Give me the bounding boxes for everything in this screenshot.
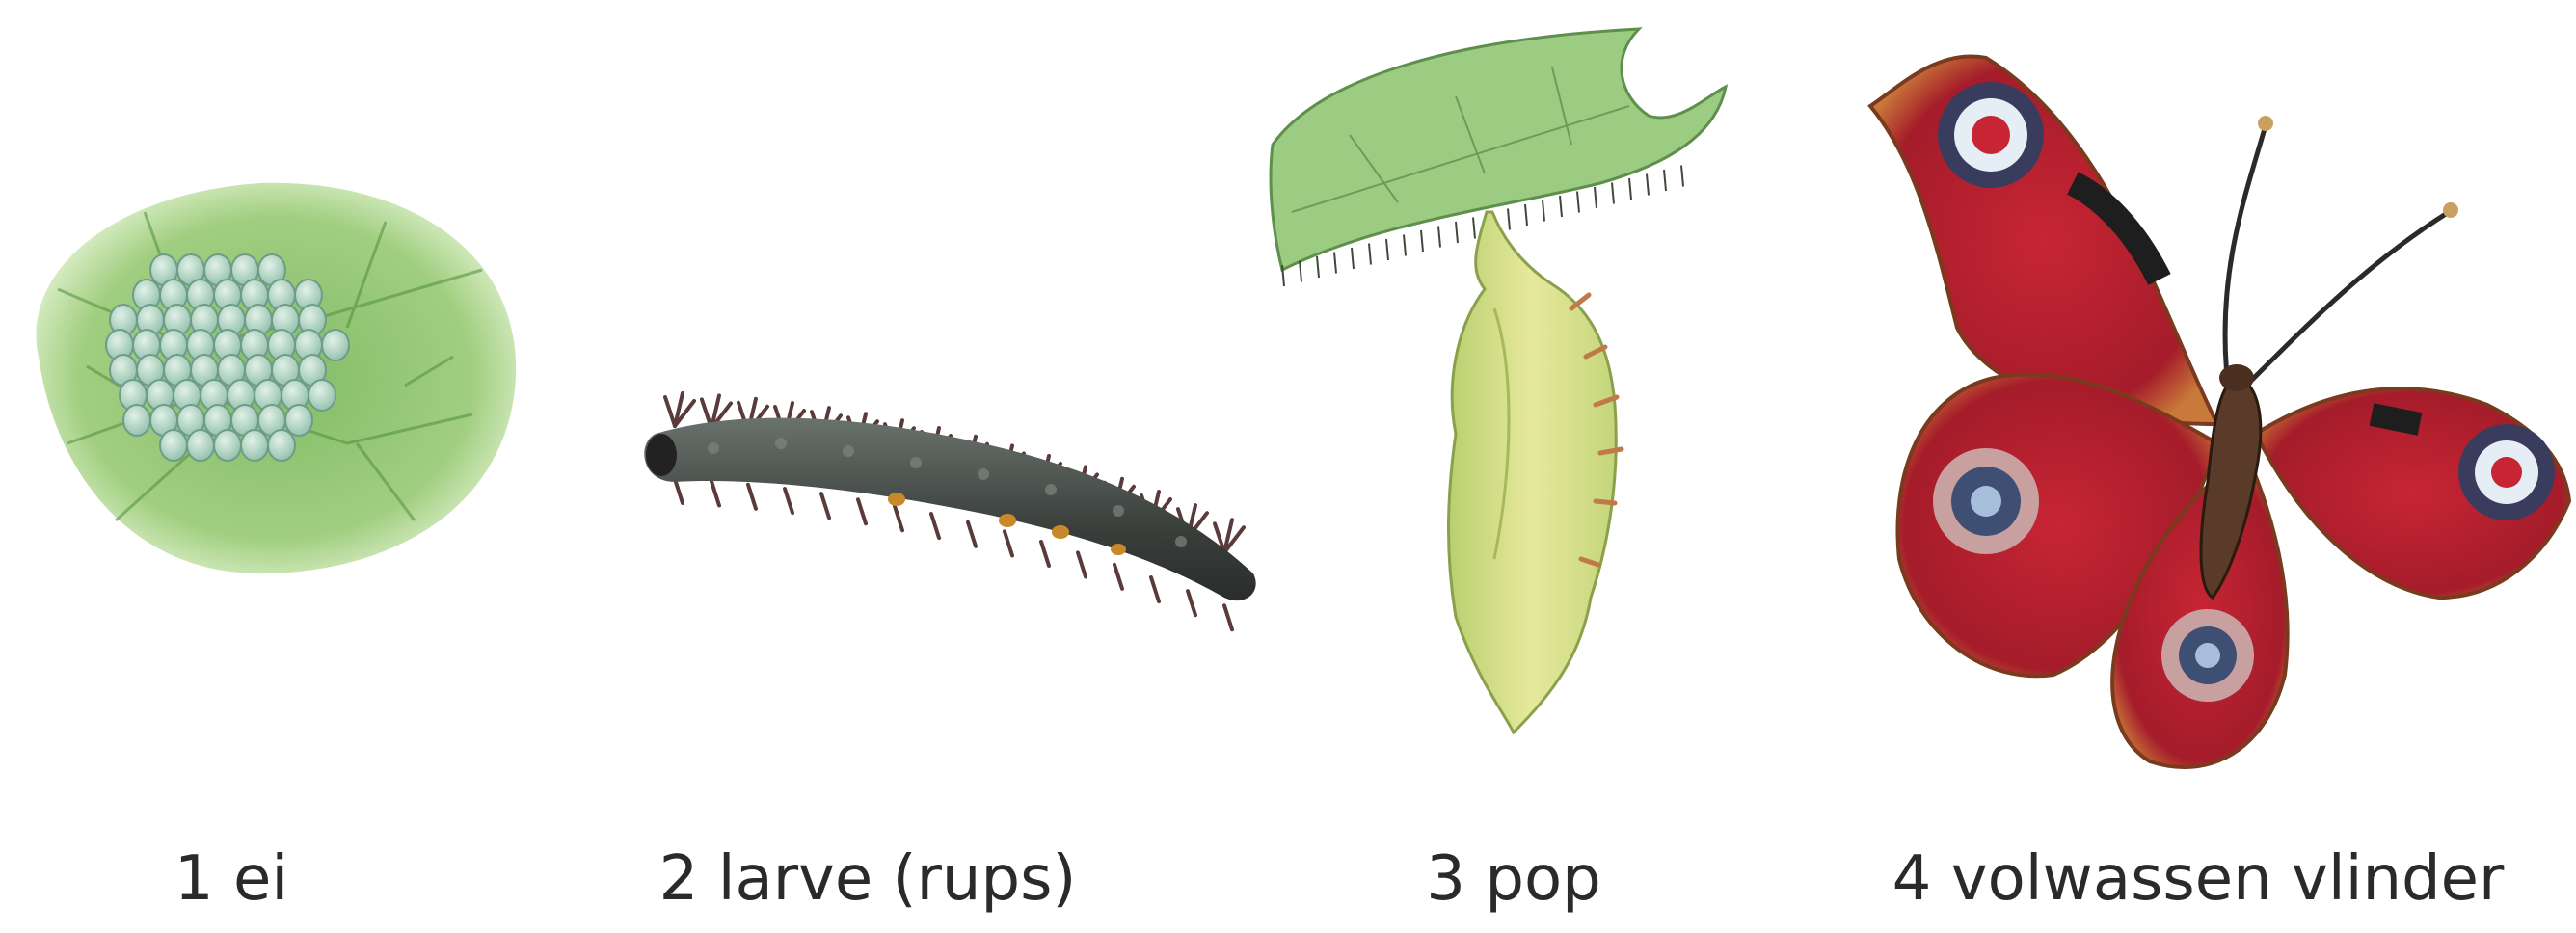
- stage-egg: [0, 154, 540, 598]
- pupa-icon: [1263, 19, 1745, 752]
- caterpillar-icon: [636, 366, 1292, 655]
- stage-label-egg: 1 ei: [135, 840, 328, 918]
- stage-label-pupa: 3 pop: [1408, 840, 1620, 918]
- stage-pupa: [1263, 19, 1745, 752]
- stage-adult: [1832, 19, 2574, 790]
- egg-cluster-icon: [0, 154, 540, 598]
- stage-larva: [636, 366, 1292, 655]
- butterfly-icon: [1832, 19, 2574, 790]
- stage-label-adult: 4 volwassen vlinder: [1870, 840, 2526, 918]
- stage-label-larva: 2 larve (rups): [636, 840, 1099, 918]
